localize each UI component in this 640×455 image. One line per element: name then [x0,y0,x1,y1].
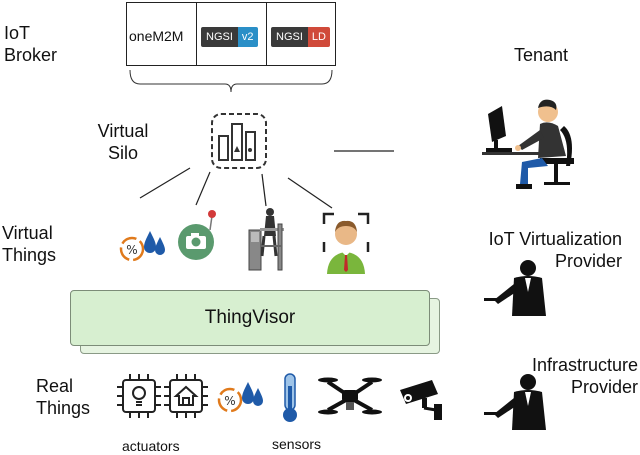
ngsi-ld-cell: NGSI LD [266,3,336,65]
silo-line-1 [139,167,191,199]
businessman-icon [484,260,546,316]
ngsi-v2-badge: NGSI v2 [201,27,258,47]
virtual-silo-label: Virtual Silo [97,121,149,163]
thermometer-icon [283,373,297,422]
iot-broker-box: oneM2M NGSI v2 NGSI LD [126,2,336,66]
silo-container-icon [211,113,267,169]
sensors-label: sensors [272,436,322,452]
traffic-gate-icon [248,208,284,271]
infrastructure-provider-label: Infrastructure Provider [531,355,638,397]
iot-broker-label: IoT Broker [4,23,58,65]
real-things-label: Real Things [36,376,91,418]
onem2m-label: oneM2M [129,28,184,44]
chip-bulb-icon [117,374,161,418]
drone-icon [318,377,382,415]
iot-virtualization-provider-label: IoT Virtualization Provider [488,229,622,271]
silo-line-3 [261,173,267,207]
person-avatar-icon [322,212,370,274]
silo-line-4 [287,177,333,209]
svg-text:%: % [224,394,235,408]
broker-brace [129,69,333,93]
security-camera-icon [400,380,442,420]
tenant-person-at-computer-icon [482,99,574,189]
businessman-icon [484,374,546,430]
silo-line-2 [195,171,211,206]
ngsi-ld-badge: NGSI LD [271,27,330,47]
camera-icon [178,210,216,260]
chip-house-icon [164,374,208,418]
tenant-label: Tenant [514,45,569,65]
svg-text:%: % [126,243,137,257]
virtual-things-label: Virtual Things [2,223,57,265]
percent-water-drops-icon: % [217,382,263,413]
ngsi-v2-cell: NGSI v2 [196,3,267,65]
thingvisor-label: ThingVisor [204,307,296,328]
percent-water-drops-icon: % [119,231,165,262]
ngsi-v2-name: NGSI [201,27,238,47]
ngsi-ld-version: LD [307,27,330,47]
ngsi-ld-name: NGSI [271,27,308,47]
actuators-label: actuators [122,438,180,454]
thingvisor-box: ThingVisor [70,290,430,346]
ngsi-v2-version: v2 [237,27,258,47]
